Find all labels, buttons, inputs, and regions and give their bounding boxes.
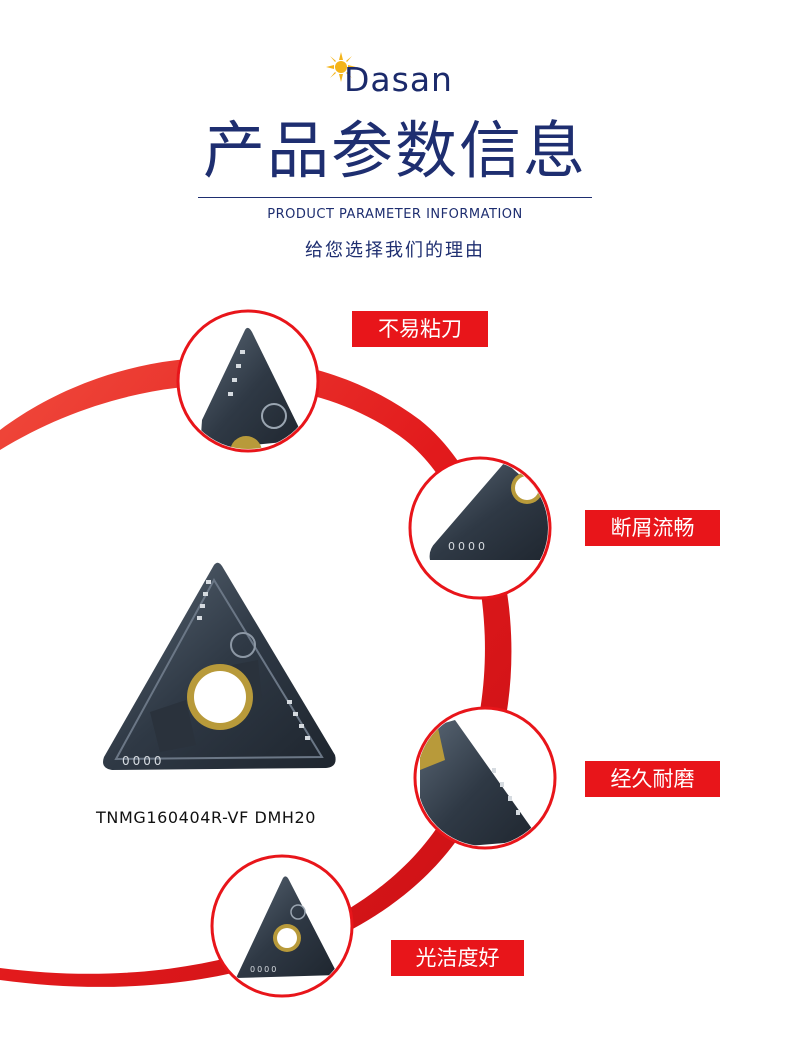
- svg-text:0000: 0000: [448, 540, 488, 553]
- subtitle-chinese: 给您选择我们的理由: [305, 240, 485, 261]
- brand-name: Dasan: [344, 60, 453, 99]
- svg-text:0000: 0000: [250, 965, 278, 974]
- subtitle-english: PRODUCT PARAMETER INFORMATION: [267, 207, 523, 222]
- main-insert-image: 0000: [103, 562, 336, 770]
- feature-tag-1: 不易粘刀: [352, 311, 488, 347]
- feature-tag-4: 光洁度好: [391, 940, 524, 976]
- feature-circle-4: 0000: [210, 854, 354, 998]
- sun-icon: [326, 52, 356, 82]
- product-model: TNMG160404R-VF DMH20: [96, 808, 317, 827]
- red-ring: [0, 357, 512, 987]
- feature-circle-2: 0000: [408, 456, 552, 600]
- feature-circle-1: [176, 309, 320, 453]
- page-title: 产品参数信息: [202, 114, 587, 187]
- feature-circle-3: [413, 706, 557, 850]
- brand-logo: Dasan: [326, 52, 476, 102]
- feature-tag-2: 断屑流畅: [585, 510, 720, 546]
- feature-tag-3: 经久耐磨: [585, 761, 720, 797]
- title-divider: [198, 197, 592, 198]
- insert-marking: 0000: [122, 754, 165, 768]
